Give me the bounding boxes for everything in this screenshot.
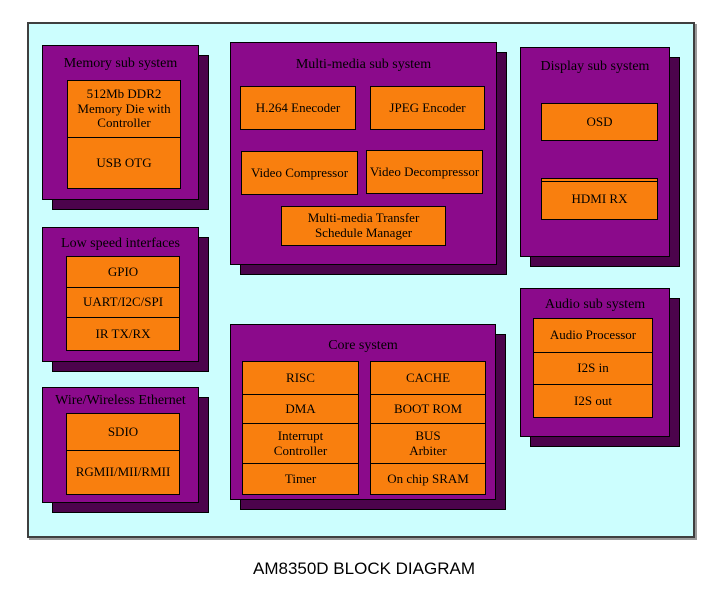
- audio-subsystem-panel: Audio sub system Audio Processor I2S in …: [520, 288, 670, 437]
- audio-processor-block: Audio Processor: [534, 319, 652, 352]
- display-subsystem-title: Display sub system: [540, 59, 650, 74]
- uart-i2c-spi-block: UART/I2C/SPI: [67, 287, 179, 317]
- gpio-block: GPIO: [67, 257, 179, 287]
- i2s-in-block: I2S in: [534, 352, 652, 384]
- ddr2-memory-block: 512Mb DDR2 Memory Die with Controller: [68, 81, 180, 137]
- multimedia-panel: Multi-media sub system H.264 Enecoder JP…: [230, 42, 497, 265]
- memory-subsystem-panel: Memory sub system 512Mb DDR2 Memory Die …: [42, 45, 199, 200]
- timer-block: Timer: [243, 463, 358, 494]
- core-system-title: Core system: [328, 338, 398, 353]
- core-left-stack: RISC DMA Interrupt Controller Timer: [242, 361, 359, 495]
- ethernet-stack: SDIO RGMII/MII/RMII: [66, 413, 180, 495]
- memory-subsystem-title: Memory sub system: [63, 56, 178, 71]
- dma-block: DMA: [243, 394, 358, 423]
- low-speed-interfaces-panel: Low speed interfaces GPIO UART/I2C/SPI I…: [42, 227, 199, 362]
- video-compressor-block: Video Compressor: [241, 151, 358, 195]
- i2s-out-block: I2S out: [534, 384, 652, 417]
- risc-block: RISC: [243, 362, 358, 394]
- ir-tx-rx-block: IR TX/RX: [67, 317, 179, 350]
- ethernet-panel: Wire/Wireless Ethernet SDIO RGMII/MII/RM…: [42, 387, 199, 503]
- osd-block: OSD: [541, 103, 658, 141]
- audio-subsystem-stack: Audio Processor I2S in I2S out: [533, 318, 653, 418]
- mm-transfer-manager-block: Multi-media Transfer Schedule Manager: [281, 206, 446, 246]
- hdmi-rx-block: HDMI RX: [541, 178, 658, 220]
- audio-subsystem-title: Audio sub system: [544, 297, 646, 312]
- diagram-caption: AM8350D BLOCK DIAGRAM: [252, 559, 475, 578]
- interrupt-controller-block: Interrupt Controller: [243, 423, 358, 463]
- ethernet-title: Wire/Wireless Ethernet: [55, 393, 186, 408]
- multimedia-title: Multi-media sub system: [295, 57, 432, 72]
- rgmii-block: RGMII/MII/RMII: [67, 450, 179, 494]
- diagram-canvas: Memory sub system 512Mb DDR2 Memory Die …: [27, 22, 695, 538]
- low-speed-interfaces-stack: GPIO UART/I2C/SPI IR TX/RX: [66, 256, 180, 351]
- sdio-block: SDIO: [67, 414, 179, 450]
- jpeg-encoder-block: JPEG Encoder: [370, 86, 485, 130]
- bus-arbiter-block: BUS Arbiter: [371, 423, 485, 463]
- video-decompressor-block: Video Decompressor: [366, 150, 483, 194]
- h264-encoder-block: H.264 Enecoder: [240, 86, 356, 130]
- core-system-panel: Core system RISC DMA Interrupt Controlle…: [230, 324, 496, 500]
- low-speed-interfaces-title: Low speed interfaces: [61, 236, 180, 251]
- usb-otg-block: USB OTG: [68, 137, 180, 188]
- cache-block: CACHE: [371, 362, 485, 394]
- memory-subsystem-stack: 512Mb DDR2 Memory Die with Controller US…: [67, 80, 181, 189]
- boot-rom-block: BOOT ROM: [371, 394, 485, 423]
- display-subsystem-panel: Display sub system OSD HDMI RX: [520, 47, 670, 257]
- core-right-stack: CACHE BOOT ROM BUS Arbiter On chip SRAM: [370, 361, 486, 495]
- on-chip-sram-block: On chip SRAM: [371, 463, 485, 494]
